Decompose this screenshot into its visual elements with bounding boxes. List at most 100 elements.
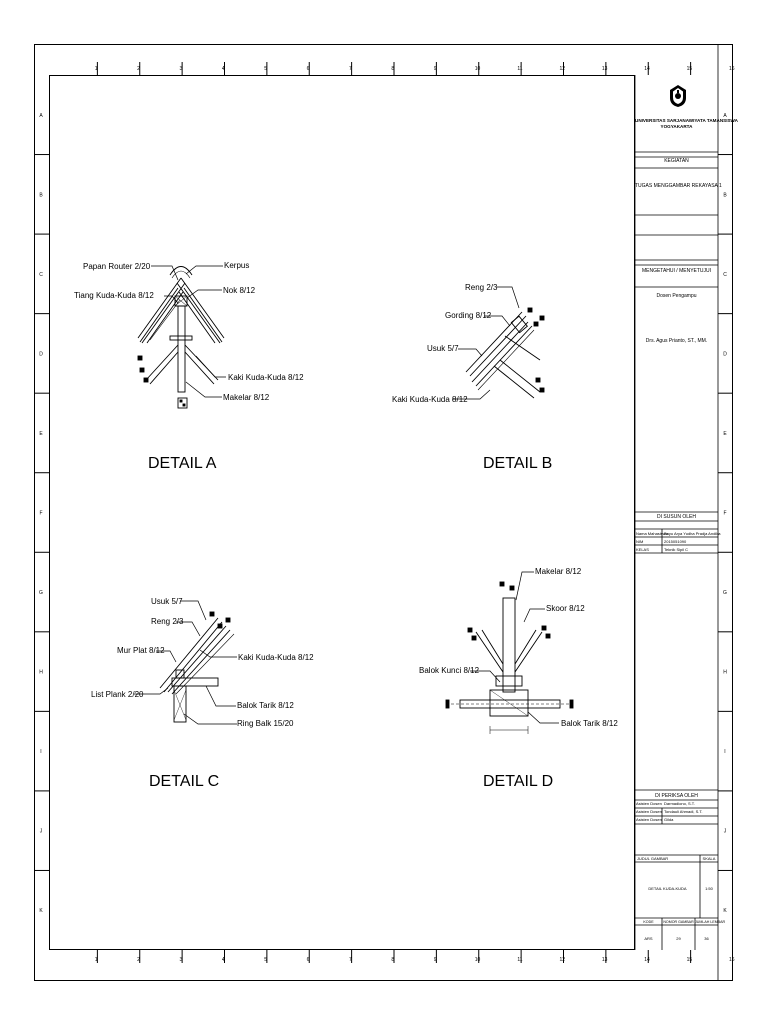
label-gording: Gording 8/12 xyxy=(445,311,492,320)
label-balok-tarik: Balok Tarik 8/12 xyxy=(237,701,294,710)
grid-col-label: 6 xyxy=(307,66,310,72)
grid-row-label: F xyxy=(723,511,726,517)
disusun-label: DI SUSUN OLEH xyxy=(657,514,696,520)
detail-a-title: DETAIL A xyxy=(148,455,217,472)
label-nok: Nok 8/12 xyxy=(223,286,256,295)
grid-row-label: H xyxy=(39,670,43,676)
grid-row-label: E xyxy=(723,431,727,437)
label-usuk: Usuk 5/7 xyxy=(427,344,459,353)
grid-row-label: G xyxy=(39,590,43,596)
grid-col-label: 8 xyxy=(391,66,394,72)
label-skoor: Skoor 8/12 xyxy=(546,604,585,613)
kelas-value: Teknik Sipil C xyxy=(664,547,689,552)
grid-col-label: 3 xyxy=(180,957,183,963)
nama-value: Bayu Arya Yudha Pradja Andika xyxy=(664,531,721,536)
grid-row-label: I xyxy=(40,749,41,755)
grid-row-label: J xyxy=(724,829,727,835)
grid-col-label: 2 xyxy=(137,66,140,72)
grid-col-label: 11 xyxy=(517,957,522,963)
grid-col-label: 1 xyxy=(95,957,98,963)
grid-col-label: 10 xyxy=(475,957,481,963)
label-list-plank: List Plank 2/20 xyxy=(91,690,144,699)
grid-row-label: I xyxy=(724,749,725,755)
asisten-3-label: Asisten Dosen xyxy=(636,817,662,822)
grid-col-label: 1 xyxy=(95,66,98,72)
detail-a-drawing xyxy=(137,266,225,409)
asisten-3-value: Gilda xyxy=(664,817,674,822)
grid-row-label: K xyxy=(723,908,727,914)
grid-col-label: 8 xyxy=(391,957,394,963)
grid-row-label: F xyxy=(39,511,42,517)
grid-row-label: G xyxy=(723,590,727,596)
dosen-pengampu-name: Drs. Agus Prianto, ST., MM. xyxy=(645,338,708,344)
grid-col-label: 11 xyxy=(517,66,522,72)
diperiksa-label: DI PERIKSA OLEH xyxy=(655,793,698,799)
grid-row-label: B xyxy=(723,192,727,198)
mengetahui-label: MENGETAHUI / MENYETUJUI xyxy=(641,268,712,274)
grid-col-label: 7 xyxy=(349,957,352,963)
detail-d-drawing xyxy=(445,581,574,734)
skala-value: 1:50 xyxy=(705,886,713,891)
grid-row-label: J xyxy=(40,829,43,835)
asisten-1-label: Asisten Dosen xyxy=(636,801,662,806)
grid-col-label: 15 xyxy=(687,957,693,963)
grid-col-label: 7 xyxy=(349,66,352,72)
grid-col-label: 6 xyxy=(307,957,310,963)
leader-lines xyxy=(134,265,559,725)
label-kaki-kuda-kuda: Kaki Kuda-Kuda 8/12 xyxy=(228,373,304,382)
grid-row-label: K xyxy=(39,908,43,914)
label-tiang-kuda-kuda: Tiang Kuda-Kuda 8/12 xyxy=(74,291,154,300)
grid-row-label: H xyxy=(723,670,727,676)
kelas-label: KELAS xyxy=(636,547,649,552)
nim-value: 2015051090 xyxy=(664,539,687,544)
grid-col-label: 14 xyxy=(644,66,650,72)
grid-col-label: 16 xyxy=(729,957,735,963)
nomor-value: 29 xyxy=(676,936,681,941)
grid-row-label: D xyxy=(39,351,43,357)
grid-col-label: 4 xyxy=(222,66,225,72)
grid-col-label: 10 xyxy=(475,66,481,72)
university-crest-icon xyxy=(670,85,686,107)
inner-border xyxy=(49,75,635,950)
label-papan-router: Papan Router 2/20 xyxy=(83,262,151,271)
jumlah-value: 36 xyxy=(704,936,709,941)
kode-label: KODE xyxy=(643,920,654,924)
grid-col-label: 5 xyxy=(264,957,267,963)
label-reng: Reng 2/3 xyxy=(151,617,184,626)
grid-col-label: 9 xyxy=(434,66,437,72)
label-balok-tarik: Balok Tarik 8/12 xyxy=(561,719,618,728)
grid-col-label: 14 xyxy=(644,957,650,963)
label-makelar: Makelar 8/12 xyxy=(223,393,270,402)
grid-col-label: 12 xyxy=(560,66,566,72)
skala-label: SKALA xyxy=(702,856,716,861)
kode-value: ARS xyxy=(644,936,653,941)
label-mur-plat: Mur Plat 8/12 xyxy=(117,646,165,655)
label-kerpus: Kerpus xyxy=(224,261,250,270)
grid-col-label: 2 xyxy=(137,957,140,963)
kegiatan-label: KEGIATAN xyxy=(664,158,689,164)
kegiatan-value: TUGAS MENGGAMBAR REKAYASA 1 xyxy=(635,183,722,189)
jumlah-label: JUMLAH LEMBAR xyxy=(695,920,726,924)
grid-col-label: 13 xyxy=(602,957,608,963)
grid-col-label: 3 xyxy=(180,66,183,72)
grid-row-label: C xyxy=(39,272,43,278)
detail-c-drawing xyxy=(159,611,235,723)
grid-row-label: A xyxy=(723,113,727,119)
grid-col-label: 15 xyxy=(687,66,693,72)
label-kaki-kuda-kuda: Kaki Kuda-Kuda 8/12 xyxy=(392,395,468,404)
nim-label: NIM xyxy=(636,539,644,544)
label-ring-balk: Ring Balk 15/20 xyxy=(237,719,294,728)
judul-label: JUDUL GAMBAR xyxy=(637,856,669,861)
grid-col-label: 5 xyxy=(264,66,267,72)
grid-row-label: B xyxy=(39,192,43,198)
grid-col-label: 4 xyxy=(222,957,225,963)
label-usuk: Usuk 5/7 xyxy=(151,597,183,606)
asisten-2-label: Asisten Dosen xyxy=(636,809,662,814)
asisten-1-value: Darmadiono, S.T. xyxy=(664,801,695,806)
judul-value: DETAIL KUDA-KUDA xyxy=(648,886,687,891)
nama-label: Nama Mahasiswa xyxy=(636,531,668,536)
